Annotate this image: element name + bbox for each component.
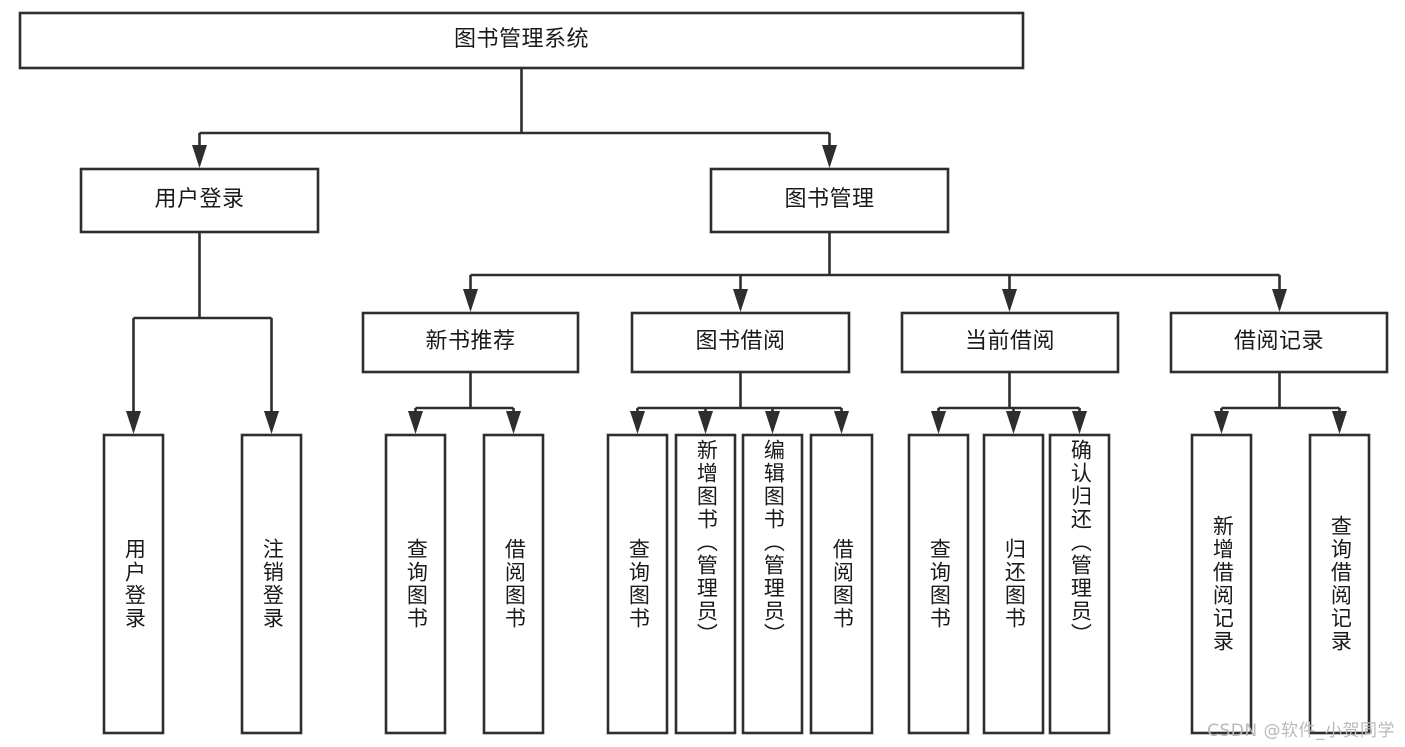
node-box-leaf-10[interactable]	[1048, 433, 1111, 735]
node-box-leaf-5[interactable]	[674, 433, 737, 735]
edge-group-new-book	[408, 372, 521, 434]
edge-group-borrow-record	[1214, 372, 1347, 434]
edge-group-book-management	[463, 232, 1287, 312]
node-box-leaf-6[interactable]	[741, 433, 804, 735]
node-box-borrow-record[interactable]	[1169, 311, 1389, 374]
node-box-leaf-9[interactable]	[982, 433, 1045, 735]
node-box-leaf-12[interactable]	[1308, 433, 1371, 735]
node-box-leaf-8[interactable]	[907, 433, 970, 735]
node-box-leaf-4[interactable]	[606, 433, 669, 735]
node-box-leaf-2[interactable]	[384, 433, 447, 735]
node-box-leaf-3[interactable]	[482, 433, 545, 735]
node-box-leaf-0[interactable]	[102, 433, 165, 735]
node-box-leaf-11[interactable]	[1190, 433, 1253, 735]
node-box-new-book-recommend[interactable]	[361, 311, 580, 374]
node-box-leaf-1[interactable]	[240, 433, 303, 735]
node-box-book-management[interactable]	[709, 167, 950, 234]
edge-group-user-login	[126, 232, 279, 434]
node-box-current-borrow[interactable]	[900, 311, 1120, 374]
node-box-user-login[interactable]	[79, 167, 320, 234]
node-box-leaf-7[interactable]	[809, 433, 874, 735]
edge-group-root	[192, 68, 837, 168]
node-box-root[interactable]	[18, 11, 1025, 70]
edge-group-current-borrow	[931, 372, 1087, 434]
edge-group-book-borrow	[630, 372, 849, 434]
node-box-book-borrow[interactable]	[630, 311, 851, 374]
